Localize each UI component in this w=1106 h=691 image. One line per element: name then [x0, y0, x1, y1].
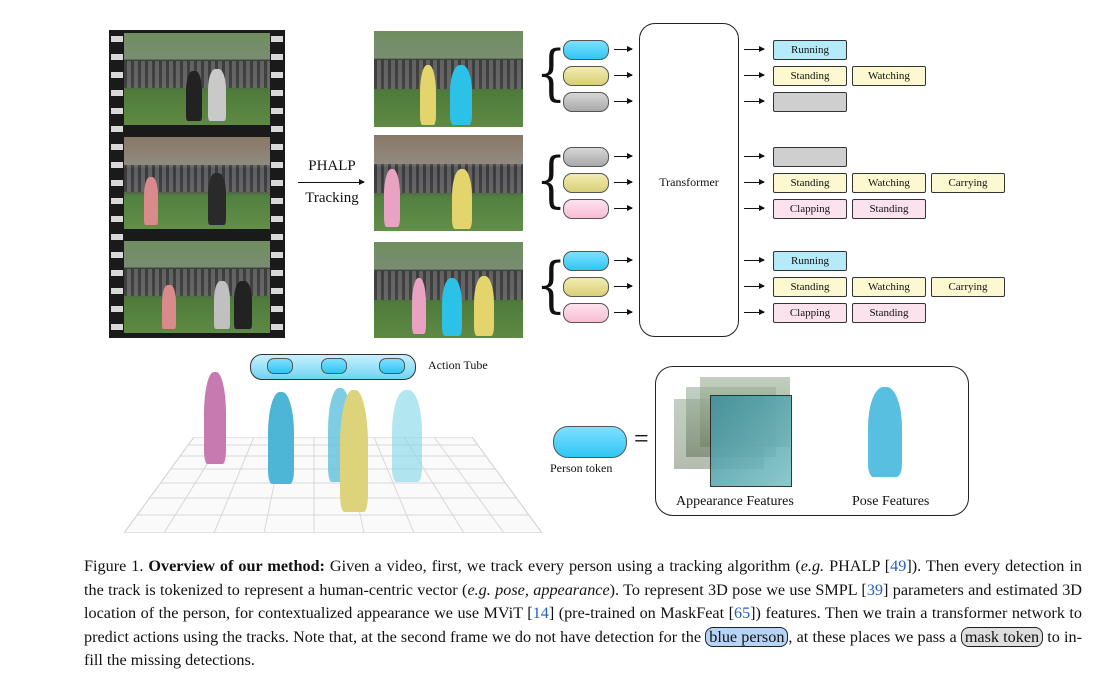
citation-link-65[interactable]: 65: [733, 604, 751, 623]
action-label-standing: Standing: [773, 173, 847, 193]
action-label-standing: Standing: [773, 66, 847, 86]
action-label-watching: Watching: [852, 277, 926, 297]
caption-text: Given a video, first, we track every per…: [324, 557, 801, 575]
action-label-standing: Standing: [773, 277, 847, 297]
person-token-yellow: [563, 66, 609, 86]
person-token-yellow: [563, 173, 609, 193]
person-token-blue: [563, 251, 609, 271]
token-to-transformer-arrow: [614, 179, 633, 185]
3d-person-yellow: [340, 390, 368, 512]
person-token-gray: [563, 92, 609, 112]
token-to-transformer-arrow: [614, 72, 633, 78]
pose-feature-person: [868, 387, 902, 477]
token-to-transformer-arrow: [614, 283, 633, 289]
person-token-blue: [563, 40, 609, 60]
video-frame-3: [124, 241, 270, 333]
action-tube: [250, 354, 416, 380]
action-label-running: Running: [773, 251, 847, 271]
caption-text: ] parameters and estimated 3D location o…: [84, 580, 1082, 623]
action-label-empty: [773, 92, 847, 112]
brace-row-1: {: [535, 38, 567, 108]
caption-text: ). To represent 3D pose we use SMPL [: [609, 580, 867, 599]
token-to-transformer-arrow: [614, 309, 633, 315]
tube-token-1: [267, 358, 293, 374]
caption-text: ]) features. Then we train a transformer…: [84, 604, 1082, 646]
feature-box: Appearance Features Pose Features: [655, 366, 969, 516]
tracked-frame-1: [374, 31, 523, 127]
action-label-carrying: Carrying: [931, 277, 1005, 297]
video-frame-2: [124, 137, 270, 229]
caption-text: to in-fill the missing detections.: [84, 627, 1082, 670]
transformer-to-label-arrow: [744, 283, 765, 289]
3d-floor-grid: [124, 437, 542, 533]
token-to-transformer-arrow: [614, 205, 633, 211]
equals-sign: =: [634, 424, 649, 453]
person-token-large: [553, 426, 627, 458]
caption-prefix: Figure 1.: [84, 557, 149, 575]
person-token-pink: [563, 199, 609, 219]
token-to-transformer-arrow: [614, 46, 633, 52]
transformer-to-label-arrow: [744, 98, 765, 104]
action-label-standing: Standing: [852, 199, 926, 219]
transformer-to-label-arrow: [744, 72, 765, 78]
figure-caption: Figure 1. Overview of our method: Given …: [84, 555, 1082, 673]
tube-token-3: [379, 358, 405, 374]
person-token-pink: [563, 303, 609, 323]
token-to-transformer-arrow: [614, 98, 633, 104]
tube-token-2: [321, 358, 347, 374]
3d-person-pink: [204, 372, 226, 464]
mask-token-highlight: mask token: [960, 626, 1044, 647]
tracked-frame-2: [374, 135, 523, 231]
action-label-running: Running: [773, 40, 847, 60]
film-sprocket-holes-right: [271, 30, 283, 338]
transformer-to-label-arrow: [744, 153, 765, 159]
transformer-block: Transformer: [639, 23, 739, 337]
action-label-watching: Watching: [852, 66, 926, 86]
token-to-transformer-arrow: [614, 153, 633, 159]
caption-text: ]). Then every detection in the track is…: [84, 557, 1082, 599]
action-label-empty: [773, 147, 847, 167]
caption-italic: e.g.: [800, 557, 825, 575]
appearance-features-label: Appearance Features: [676, 494, 794, 509]
action-label-watching: Watching: [852, 173, 926, 193]
caption-text: PHALP [: [824, 557, 891, 575]
citation-link-39[interactable]: 39: [866, 580, 883, 599]
video-frame-1: [124, 33, 270, 125]
caption-bold-title: Overview of our method:: [148, 557, 325, 575]
transformer-to-label-arrow: [744, 257, 765, 263]
action-label-clapping: Clapping: [773, 303, 847, 323]
caption-italic: e.g. pose, appearance: [467, 580, 610, 599]
transformer-to-label-arrow: [744, 46, 765, 52]
person-token-label: Person token: [550, 461, 613, 475]
citation-link-49[interactable]: 49: [890, 557, 907, 575]
3d-person-blue-3: [392, 390, 422, 482]
action-label-carrying: Carrying: [931, 173, 1005, 193]
person-token-gray: [563, 147, 609, 167]
transformer-to-label-arrow: [744, 205, 765, 211]
citation-link-14[interactable]: 14: [532, 604, 549, 623]
blue-person-highlight: blue person: [705, 626, 789, 647]
transformer-label: Transformer: [659, 175, 719, 189]
tracked-frame-3: [374, 242, 523, 338]
action-label-clapping: Clapping: [773, 199, 847, 219]
transformer-to-label-arrow: [744, 309, 765, 315]
token-to-transformer-arrow: [614, 257, 633, 263]
action-tube-label: Action Tube: [428, 358, 488, 372]
tracking-arrow: [298, 179, 365, 185]
appearance-feature-cube: [710, 395, 792, 487]
phalp-label: PHALP: [308, 158, 356, 174]
3d-person-blue-1: [268, 392, 294, 484]
tracking-label: Tracking: [305, 190, 359, 206]
film-sprocket-holes-left: [111, 30, 123, 338]
action-label-standing: Standing: [852, 303, 926, 323]
brace-row-2: {: [535, 145, 567, 215]
transformer-to-label-arrow: [744, 179, 765, 185]
caption-text: ] (pre-trained on MaskFeat [: [548, 604, 734, 623]
brace-row-3: {: [535, 250, 567, 320]
input-video-filmstrip: [109, 30, 285, 338]
person-token-yellow: [563, 277, 609, 297]
caption-text: , at these places we pass a: [788, 627, 961, 646]
pose-features-label: Pose Features: [852, 494, 930, 509]
